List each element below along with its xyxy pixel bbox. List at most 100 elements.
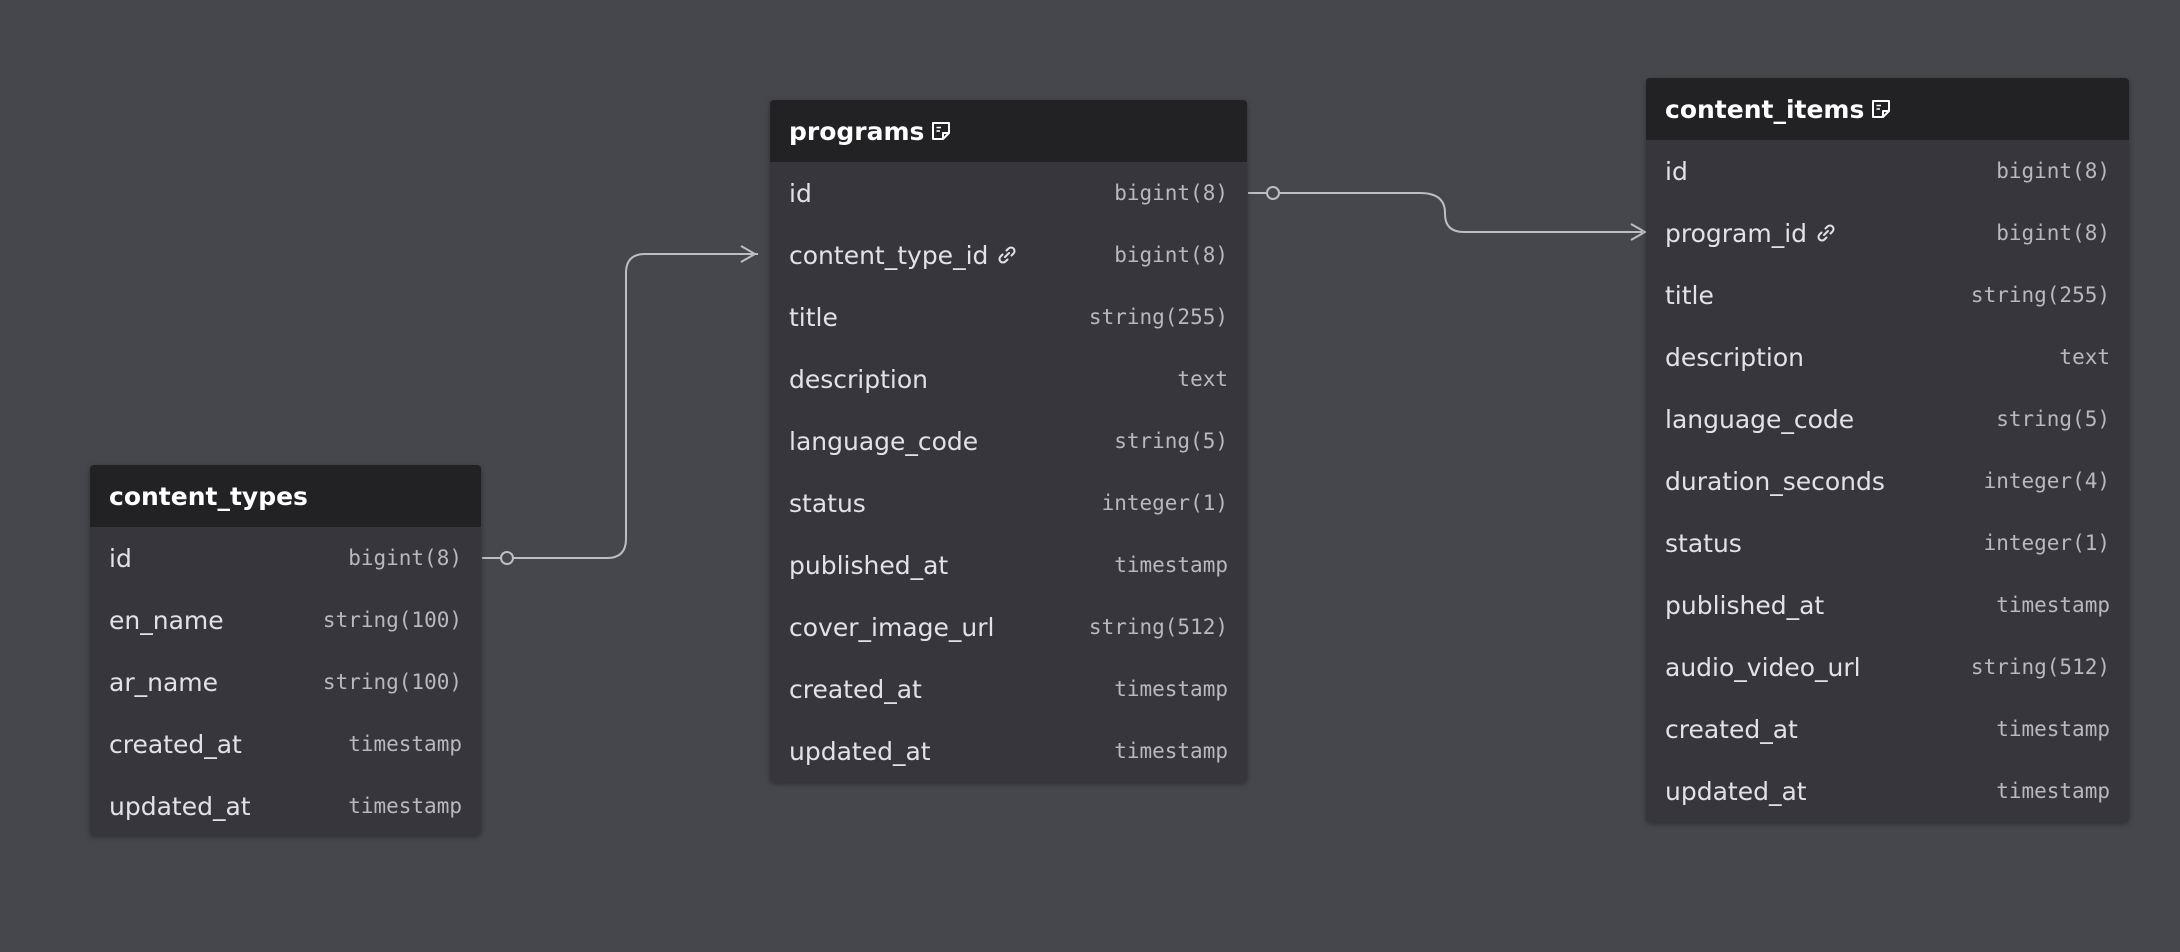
column-name: created_at bbox=[1665, 714, 1798, 744]
table-title: content_items bbox=[1665, 94, 1865, 124]
column-row[interactable]: en_name string(100) bbox=[90, 589, 481, 651]
column-name: status bbox=[789, 488, 866, 518]
column-type: timestamp bbox=[1996, 717, 2110, 741]
column-row[interactable]: updated_at timestamp bbox=[1646, 760, 2129, 822]
column-type: integer(1) bbox=[1983, 531, 2110, 555]
column-name: updated_at bbox=[1665, 776, 1807, 806]
table-header[interactable]: programs bbox=[770, 100, 1247, 162]
column-row[interactable]: status integer(1) bbox=[770, 472, 1247, 534]
column-name: ar_name bbox=[109, 667, 218, 697]
column-name: id bbox=[1665, 156, 1688, 186]
column-type: bigint(8) bbox=[1114, 243, 1228, 267]
column-row[interactable]: created_at timestamp bbox=[770, 658, 1247, 720]
column-type: string(512) bbox=[1088, 615, 1228, 639]
column-type: string(255) bbox=[1088, 305, 1228, 329]
column-name-with-icon: program_id bbox=[1665, 219, 1837, 248]
column-name: description bbox=[789, 364, 929, 394]
column-name: content_type_id bbox=[789, 240, 989, 270]
table-content-types[interactable]: content_types id bigint(8) en_name strin… bbox=[90, 465, 481, 835]
column-name: description bbox=[1665, 342, 1805, 372]
column-row[interactable]: description text bbox=[770, 348, 1247, 410]
column-type: timestamp bbox=[1114, 677, 1228, 701]
column-type: timestamp bbox=[1996, 593, 2110, 617]
column-row[interactable]: cover_image_url string(512) bbox=[770, 596, 1247, 658]
column-type: string(100) bbox=[322, 670, 462, 694]
column-row[interactable]: ar_name string(100) bbox=[90, 651, 481, 713]
column-type: bigint(8) bbox=[348, 546, 462, 570]
column-row[interactable]: published_at timestamp bbox=[1646, 574, 2129, 636]
column-name: program_id bbox=[1665, 218, 1808, 248]
relationship-edge bbox=[1248, 192, 1647, 233]
column-type: string(255) bbox=[1970, 283, 2110, 307]
column-name: id bbox=[789, 178, 812, 208]
column-row[interactable]: program_id bigint(8) bbox=[1646, 202, 2129, 264]
column-row[interactable]: language_code string(5) bbox=[770, 410, 1247, 472]
column-row[interactable]: created_at timestamp bbox=[90, 713, 481, 775]
link-icon[interactable] bbox=[1815, 222, 1837, 244]
column-row[interactable]: audio_video_url string(512) bbox=[1646, 636, 2129, 698]
column-name: duration_seconds bbox=[1665, 466, 1885, 496]
column-row[interactable]: status integer(1) bbox=[1646, 512, 2129, 574]
column-name: language_code bbox=[1665, 404, 1855, 434]
column-name: language_code bbox=[789, 426, 979, 456]
table-header[interactable]: content_items bbox=[1646, 78, 2129, 140]
column-row[interactable]: id bigint(8) bbox=[1646, 140, 2129, 202]
table-title: content_types bbox=[109, 481, 308, 511]
column-name: title bbox=[1665, 280, 1714, 310]
column-row[interactable]: id bigint(8) bbox=[770, 162, 1247, 224]
column-name: created_at bbox=[109, 729, 242, 759]
column-name-with-icon: content_type_id bbox=[789, 241, 1018, 270]
column-name: created_at bbox=[789, 674, 922, 704]
column-name: cover_image_url bbox=[789, 612, 995, 642]
column-row[interactable]: content_type_id bigint(8) bbox=[770, 224, 1247, 286]
edge-end-zero-or-one bbox=[1266, 186, 1280, 200]
edge-end-zero-or-one bbox=[500, 551, 514, 565]
column-type: integer(4) bbox=[1983, 469, 2110, 493]
column-type: timestamp bbox=[1996, 779, 2110, 803]
table-title: programs bbox=[789, 116, 925, 146]
column-name: updated_at bbox=[789, 736, 931, 766]
column-type: string(5) bbox=[1996, 407, 2110, 431]
column-type: timestamp bbox=[1114, 739, 1228, 763]
column-type: string(100) bbox=[322, 608, 462, 632]
column-row[interactable]: description text bbox=[1646, 326, 2129, 388]
column-name: title bbox=[789, 302, 838, 332]
column-name: id bbox=[109, 543, 132, 573]
column-type: bigint(8) bbox=[1996, 159, 2110, 183]
column-name: status bbox=[1665, 528, 1742, 558]
table-content-items[interactable]: content_items id bigint(8) program_id bbox=[1646, 78, 2129, 822]
column-row[interactable]: language_code string(5) bbox=[1646, 388, 2129, 450]
column-row[interactable]: title string(255) bbox=[1646, 264, 2129, 326]
column-type: timestamp bbox=[1114, 553, 1228, 577]
column-row[interactable]: duration_seconds integer(4) bbox=[1646, 450, 2129, 512]
column-type: bigint(8) bbox=[1114, 181, 1228, 205]
column-name: en_name bbox=[109, 605, 224, 635]
column-name: audio_video_url bbox=[1665, 652, 1861, 682]
column-type: timestamp bbox=[348, 732, 462, 756]
column-row[interactable]: title string(255) bbox=[770, 286, 1247, 348]
column-type: timestamp bbox=[348, 794, 462, 818]
column-row[interactable]: updated_at timestamp bbox=[90, 775, 481, 835]
table-header[interactable]: content_types bbox=[90, 465, 481, 527]
relationship-edge bbox=[482, 253, 758, 559]
column-name: published_at bbox=[789, 550, 949, 580]
column-type: string(512) bbox=[1970, 655, 2110, 679]
column-type: text bbox=[1177, 367, 1228, 391]
column-name: updated_at bbox=[109, 791, 251, 821]
column-type: integer(1) bbox=[1101, 491, 1228, 515]
column-name: published_at bbox=[1665, 590, 1825, 620]
column-row[interactable]: created_at timestamp bbox=[1646, 698, 2129, 760]
note-icon[interactable] bbox=[1871, 99, 1891, 119]
note-icon[interactable] bbox=[931, 121, 951, 141]
edge-end-many bbox=[740, 245, 756, 263]
column-row[interactable]: id bigint(8) bbox=[90, 527, 481, 589]
column-row[interactable]: updated_at timestamp bbox=[770, 720, 1247, 782]
column-type: text bbox=[2059, 345, 2110, 369]
table-programs[interactable]: programs id bigint(8) content_type_id bbox=[770, 100, 1247, 782]
column-row[interactable]: published_at timestamp bbox=[770, 534, 1247, 596]
column-type: string(5) bbox=[1114, 429, 1228, 453]
link-icon[interactable] bbox=[996, 244, 1018, 266]
column-type: bigint(8) bbox=[1996, 221, 2110, 245]
edge-end-many bbox=[1630, 223, 1646, 241]
